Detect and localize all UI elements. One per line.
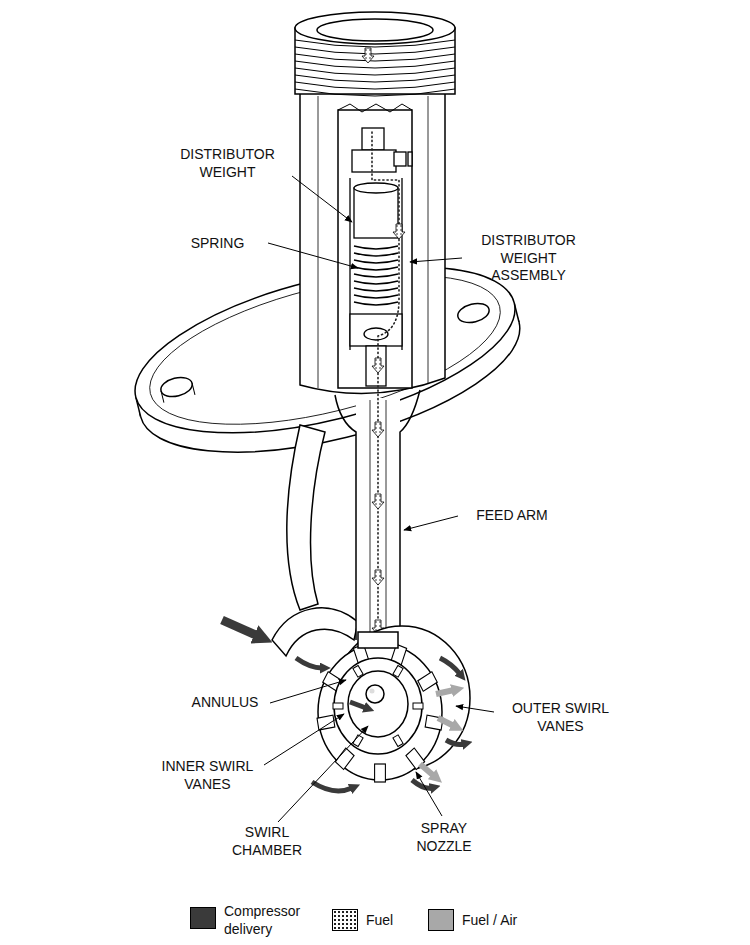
legend-text: Fuel (366, 912, 416, 930)
threaded-inlet (295, 12, 455, 96)
fuel-path (372, 132, 399, 640)
part-label: DISTRIBUTOR WEIGHT ASSEMBLY (466, 232, 591, 285)
nozzle-head (317, 626, 470, 782)
distributor-assembly (350, 128, 412, 386)
part-label: INNER SWIRL VANES (150, 758, 265, 793)
legend-text: Fuel / Air (462, 912, 552, 930)
leader-lines (264, 176, 494, 822)
feed-arm-body (335, 390, 420, 640)
part-label: SPRAY NOZZLE (404, 820, 484, 855)
air-scoop (272, 425, 358, 656)
part-label: FEED ARM (462, 507, 562, 525)
part-label: OUTER SWIRL VANES (498, 700, 623, 735)
part-label: SWIRL CHAMBER (222, 824, 312, 859)
part-label: SPRING (170, 235, 265, 253)
part-label: DISTRIBUTOR WEIGHT (165, 146, 290, 181)
legend-swatch (332, 909, 358, 931)
legend-swatch (190, 907, 216, 929)
part-label: ANNULUS (180, 694, 270, 712)
legend-text: Compressor delivery (224, 903, 319, 938)
legend-swatch (428, 909, 454, 931)
